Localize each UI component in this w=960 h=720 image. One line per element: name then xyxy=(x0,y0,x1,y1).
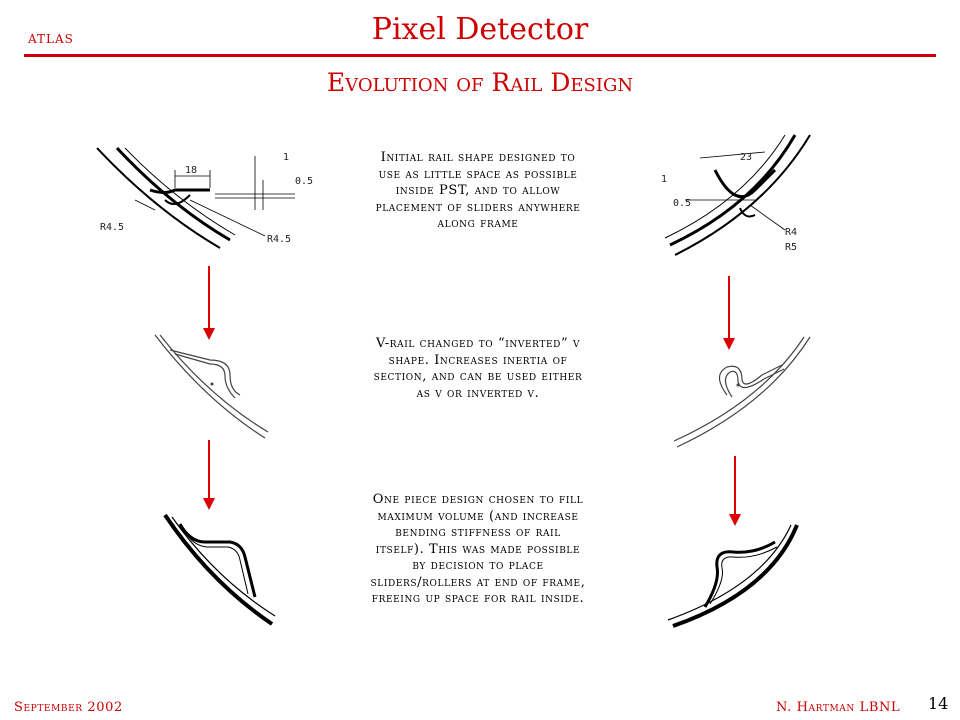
arrow-left-2 xyxy=(203,440,215,510)
right-initial-rail-drawing: 23 1 0.5 R4 R5 xyxy=(661,134,811,256)
page-subtitle: Evolution of Rail Design xyxy=(326,68,634,97)
step-1-description: Initial rail shape designed to use as li… xyxy=(375,150,581,231)
dim-r5: R5 xyxy=(785,242,797,253)
left-initial-rail-drawing: 18 1 0.5 R4.5 R4.5 xyxy=(96,146,313,249)
arrow-right-1 xyxy=(723,276,735,350)
footer-date: September 2002 xyxy=(14,700,123,715)
step-3-description: One piece design chosen to fill maximum … xyxy=(370,492,586,606)
left-v-rail-drawing xyxy=(154,334,269,439)
dim-1-right: 1 xyxy=(661,174,667,185)
left-one-piece-rail-drawing xyxy=(163,513,276,626)
dim-r4-5-left: R4.5 xyxy=(100,222,124,233)
dim-0-5: 0.5 xyxy=(295,176,313,187)
right-v-rail-drawing xyxy=(673,336,811,448)
arrow-right-2 xyxy=(729,456,741,526)
arrow-left-1 xyxy=(203,266,215,340)
dim-r4: R4 xyxy=(785,227,797,238)
dim-1: 1 xyxy=(283,152,289,163)
atlas-logo: atlas xyxy=(28,28,74,48)
title-divider xyxy=(24,54,936,57)
page-title: Pixel Detector xyxy=(371,12,589,47)
dim-r4-5-right: R4.5 xyxy=(267,234,291,245)
right-one-piece-rail-drawing xyxy=(667,524,799,628)
page-number: 14 xyxy=(928,694,949,713)
step-2-description: V-rail changed to “inverted” v shape. In… xyxy=(373,336,583,401)
footer-author: N. Hartman LBNL xyxy=(776,700,901,715)
dim-18: 18 xyxy=(185,165,197,176)
dim-0-5-right: 0.5 xyxy=(673,198,691,209)
dim-23: 23 xyxy=(740,152,752,163)
